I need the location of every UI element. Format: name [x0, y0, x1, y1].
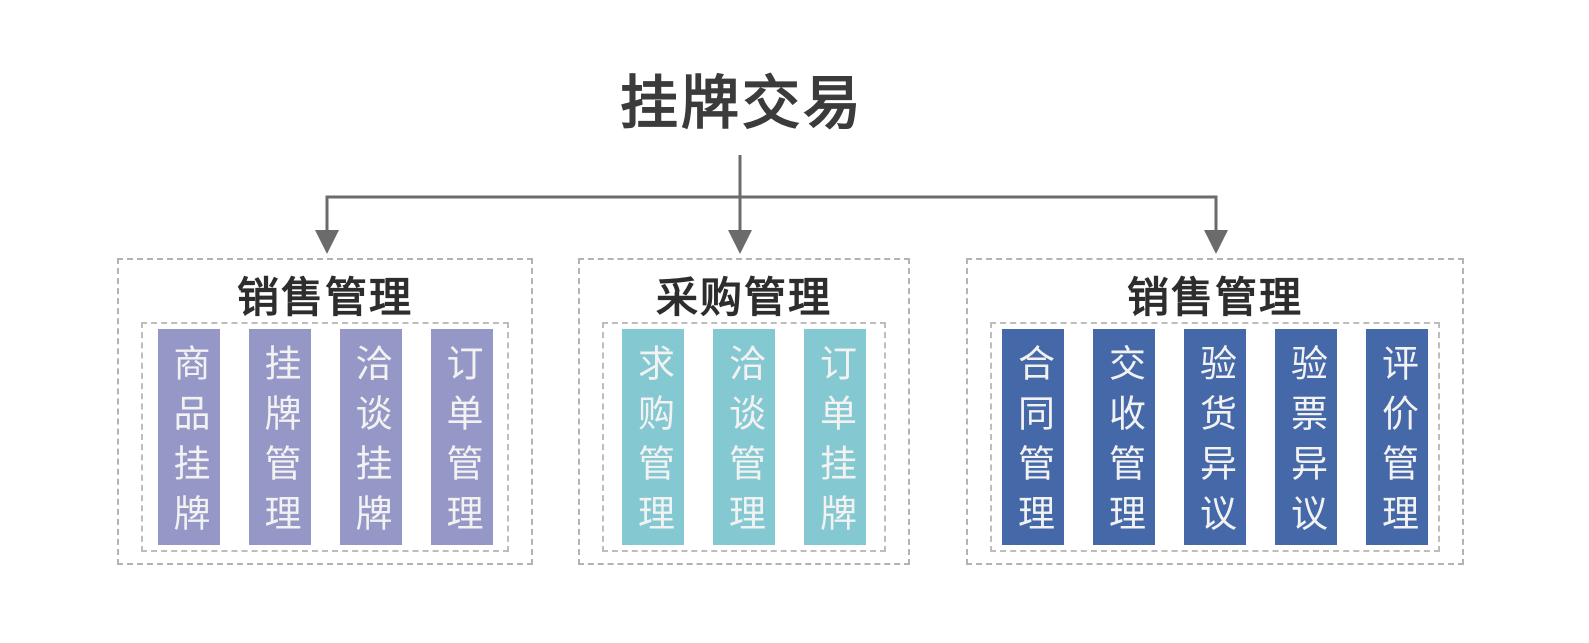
module-bar: 洽谈管理 [713, 329, 775, 545]
arrowhead-middle-icon [728, 230, 752, 254]
module-bar-label: 挂牌管理 [259, 343, 300, 544]
group-title-sales-2: 销售管理 [1126, 273, 1303, 321]
group-items-procurement: 求购管理 洽谈管理 订单挂牌 [602, 322, 886, 552]
group-title-procurement: 采购管理 [655, 273, 832, 321]
arrowhead-left-icon [315, 230, 339, 254]
module-bar-label: 求购管理 [632, 343, 674, 544]
arrowhead-right-icon [1204, 230, 1228, 254]
module-bar-label: 评价管理 [1376, 343, 1418, 544]
diagram-title: 挂牌交易 [619, 71, 865, 136]
module-bar: 求购管理 [622, 329, 684, 545]
module-bar-label: 交收管理 [1103, 343, 1145, 544]
module-bar-label: 订单管理 [441, 343, 482, 544]
module-bar-label: 订单挂牌 [814, 343, 856, 544]
module-bar-label: 验货异议 [1194, 343, 1236, 544]
module-bar: 评价管理 [1366, 329, 1428, 545]
module-bar-label: 验票异议 [1285, 343, 1327, 544]
group-box-sales: 销售管理 商品挂牌 挂牌管理 洽谈挂牌 订单管理 [117, 258, 533, 565]
module-bar: 订单挂牌 [804, 329, 866, 545]
module-bar: 商品挂牌 [157, 329, 220, 545]
module-bar: 订单管理 [430, 329, 493, 545]
module-bar: 挂牌管理 [248, 329, 311, 545]
module-bar-label: 合同管理 [1012, 343, 1054, 544]
module-bar: 验票异议 [1275, 329, 1337, 545]
group-items-sales: 商品挂牌 挂牌管理 洽谈挂牌 订单管理 [141, 322, 509, 552]
group-box-sales-2: 销售管理 合同管理 交收管理 验货异议 验票异议 评价管理 [966, 258, 1464, 565]
module-bar: 交收管理 [1093, 329, 1155, 545]
module-bar: 验货异议 [1184, 329, 1246, 545]
group-items-sales-2: 合同管理 交收管理 验货异议 验票异议 评价管理 [990, 322, 1440, 552]
module-bar: 洽谈挂牌 [339, 329, 402, 545]
module-bar: 合同管理 [1002, 329, 1064, 545]
module-bar-label: 商品挂牌 [168, 343, 209, 544]
module-bar-label: 洽谈挂牌 [350, 343, 391, 544]
group-title-sales: 销售管理 [236, 273, 413, 321]
module-bar-label: 洽谈管理 [723, 343, 765, 544]
group-box-procurement: 采购管理 求购管理 洽谈管理 订单挂牌 [578, 258, 910, 565]
